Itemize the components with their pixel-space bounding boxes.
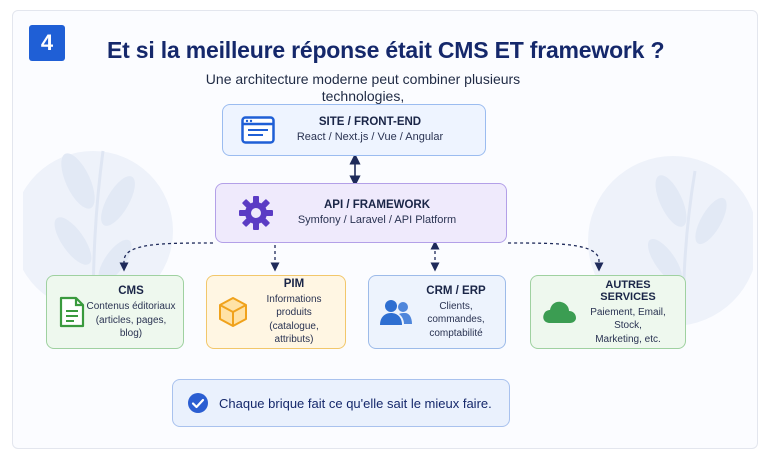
api-subtitle: Symfony / Laravel / API Platform	[297, 214, 457, 226]
cms-title: CMS	[118, 284, 144, 297]
subtitle-line-1: Une architecture moderne peut combiner p…	[205, 71, 521, 104]
api-framework-box: API / FRAMEWORK Symfony / Laravel / API …	[215, 183, 507, 243]
crm-line-2: comptabilité	[429, 327, 483, 339]
other-services-box: AUTRES SERVICES Paiement, Email, Stock, …	[530, 275, 686, 349]
other-services-line-2: Marketing, etc.	[595, 333, 661, 345]
conclusion-callout: Chaque brique fait ce qu'elle sait le mi…	[172, 379, 510, 427]
slide-frame: 4 Et si la meilleure réponse était CMS E…	[12, 10, 758, 449]
leaf-decoration-left-icon	[23, 150, 173, 322]
crm-erp-box: CRM / ERP Clients, commandes, comptabili…	[368, 275, 506, 349]
pim-line-2: (catalogue, attributs)	[269, 321, 319, 345]
other-services-title: AUTRES SERVICES	[600, 278, 656, 303]
site-frontend-box: SITE / FRONT-END React / Next.js / Vue /…	[222, 104, 486, 156]
document-icon	[59, 296, 85, 328]
crm-line-1: Clients, commandes,	[427, 300, 485, 325]
check-circle-icon	[188, 393, 208, 413]
cms-line-1: Contenus éditoriaux	[86, 300, 176, 312]
site-title: SITE / FRONT-END	[318, 116, 422, 128]
pim-line-1: Informations produits	[266, 294, 322, 318]
gear-icon	[239, 196, 273, 230]
connector-lines	[119, 153, 604, 272]
box-icon	[219, 297, 247, 327]
other-services-line-1: Paiement, Email, Stock,	[590, 306, 666, 331]
cms-line-2: (articles, pages, blog)	[95, 314, 167, 339]
crm-title: CRM / ERP	[426, 284, 486, 297]
conclusion-text: Chaque brique fait ce qu'elle sait le mi…	[219, 395, 492, 411]
step-badge: 4	[29, 25, 65, 61]
page-title: Et si la meilleure réponse était CMS ET …	[107, 37, 665, 63]
cms-box: CMS Contenus éditoriaux (articles, pages…	[46, 275, 184, 349]
site-subtitle: React / Next.js / Vue / Angular	[296, 131, 444, 143]
pim-title: PIM	[283, 278, 305, 290]
browser-window-icon	[241, 116, 275, 144]
api-title: API / FRAMEWORK	[323, 199, 431, 211]
cloud-icon	[543, 301, 576, 323]
pim-box: PIM Informations produits (catalogue, at…	[206, 275, 346, 349]
users-icon	[380, 300, 412, 325]
